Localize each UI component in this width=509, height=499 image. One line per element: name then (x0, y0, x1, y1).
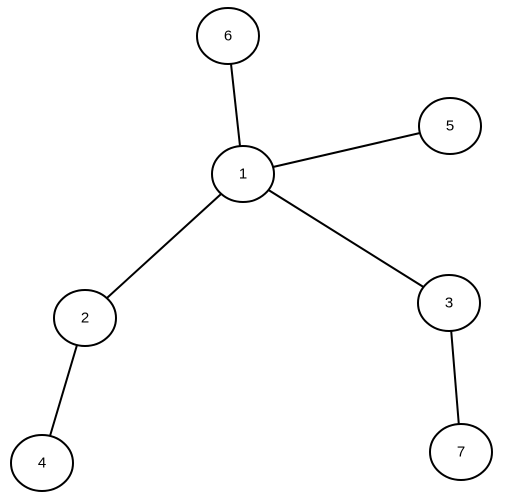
node-4: 4 (10, 434, 74, 492)
edge-3-7 (450, 330, 460, 425)
edges (49, 63, 460, 437)
node-1-label: 1 (239, 166, 247, 183)
edge-2-4 (49, 344, 78, 437)
node-1: 1 (211, 145, 275, 203)
node-2: 2 (53, 289, 117, 347)
node-7-circle (429, 423, 493, 481)
node-4-label: 4 (38, 455, 46, 472)
edge-1-5 (272, 132, 421, 168)
node-7-label: 7 (457, 444, 465, 461)
edge-1-3 (267, 189, 425, 288)
node-3: 3 (417, 274, 481, 332)
node-5: 5 (418, 97, 482, 155)
nodes: 1 2 3 4 5 6 7 (10, 7, 493, 492)
node-5-label: 5 (446, 118, 454, 135)
node-4-circle (10, 434, 74, 492)
node-3-circle (417, 274, 481, 332)
node-6-label: 6 (224, 28, 232, 45)
node-2-label: 2 (81, 310, 89, 327)
edge-1-6 (230, 63, 241, 147)
node-7: 7 (429, 423, 493, 481)
node-5-circle (418, 97, 482, 155)
node-1-circle (211, 145, 275, 203)
node-2-circle (53, 289, 117, 347)
node-6-circle (196, 7, 260, 65)
node-6: 6 (196, 7, 260, 65)
node-3-label: 3 (445, 295, 453, 312)
edge-1-2 (106, 193, 222, 299)
